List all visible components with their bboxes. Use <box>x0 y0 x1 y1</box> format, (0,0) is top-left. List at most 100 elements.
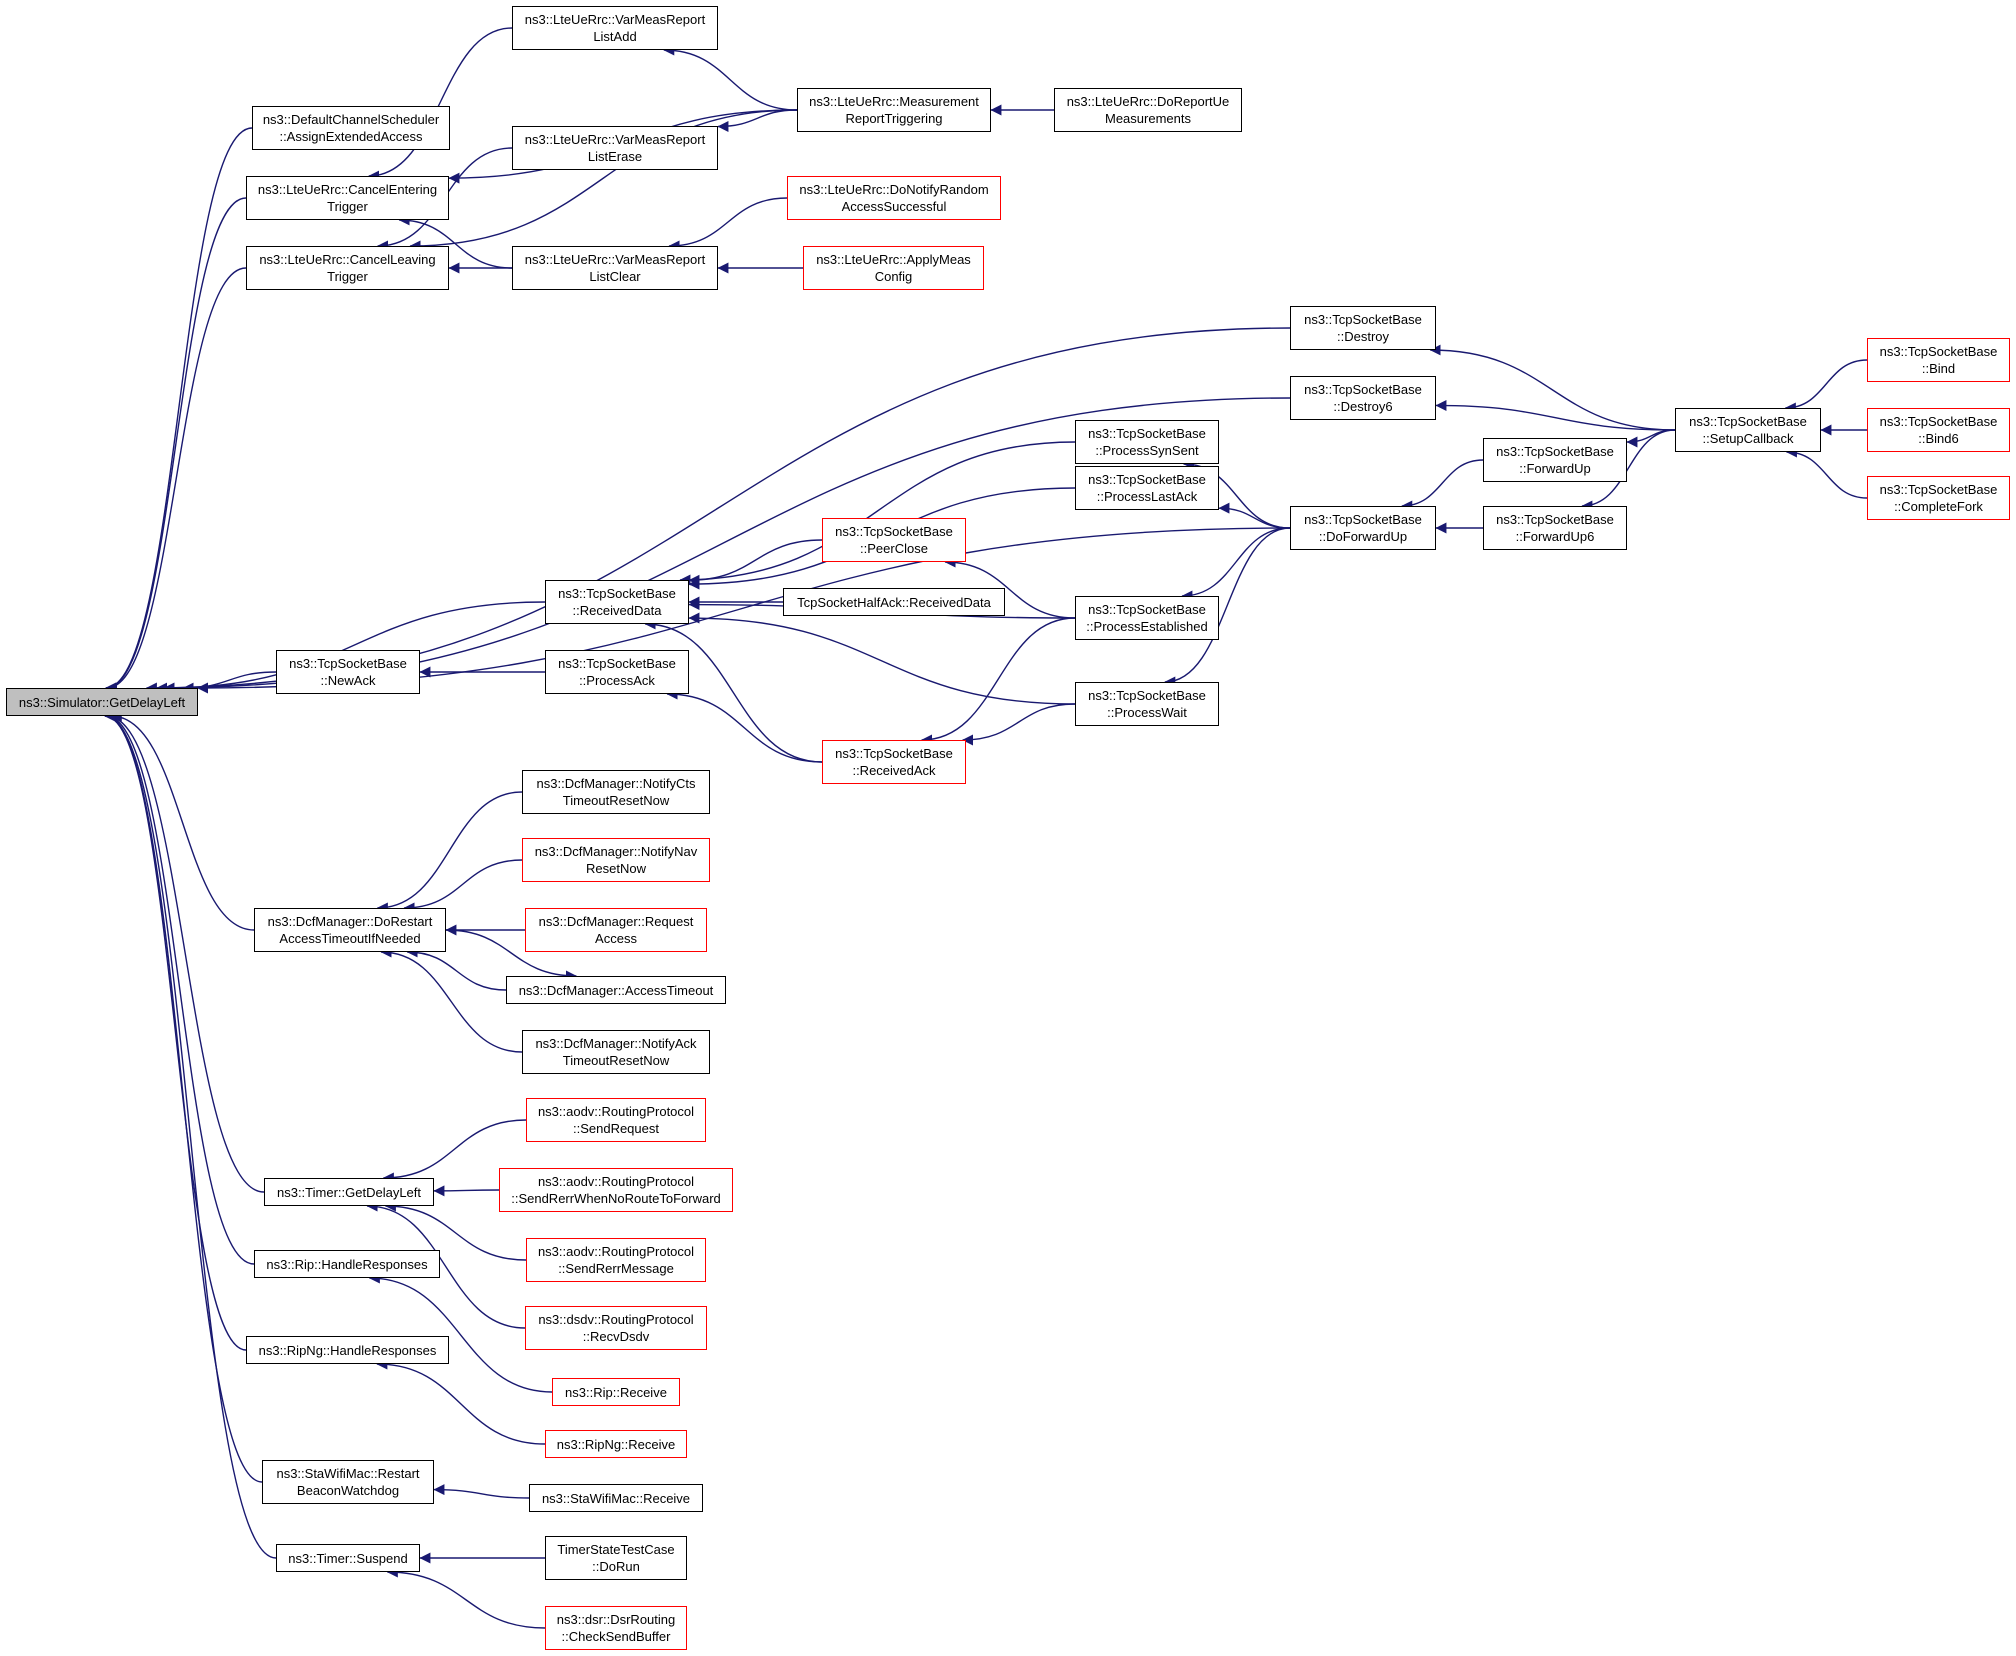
node-label-line: ns3::TcpSocketBase <box>289 656 407 671</box>
node-tcpsocketbase-bind6[interactable]: ns3::TcpSocketBase::Bind6 <box>1867 408 2010 452</box>
node-label-line: ns3::DcfManager::DoRestart <box>267 914 433 929</box>
node-label-line: ns3::aodv::RoutingProtocol <box>537 1104 695 1119</box>
node-tcpsocketbase-forwardup6[interactable]: ns3::TcpSocketBase::ForwardUp6 <box>1483 506 1627 550</box>
node-tcpsocketbase-completefork[interactable]: ns3::TcpSocketBase::CompleteFork <box>1867 476 2010 520</box>
node-tcpsocketbase-forwardup[interactable]: ns3::TcpSocketBase::ForwardUp <box>1483 438 1627 482</box>
node-label-line: TimerStateTestCase <box>557 1542 675 1557</box>
node-rip-receive[interactable]: ns3::Rip::Receive <box>552 1378 680 1406</box>
edge-rip_handleresponses-to-simulator_getdelayleft <box>105 710 255 1265</box>
edge-tcpsocketbase_newack-to-simulator_getdelayleft <box>182 671 277 694</box>
node-tcpsocketbase-bind[interactable]: ns3::TcpSocketBase::Bind <box>1867 338 2010 382</box>
node-timerstatetestcase-dorun[interactable]: TimerStateTestCase::DoRun <box>545 1536 687 1580</box>
node-label-line: Trigger <box>327 269 368 284</box>
node-rip-handleresponses[interactable]: ns3::Rip::HandleResponses <box>254 1250 440 1278</box>
node-label-line: TimeoutResetNow <box>562 793 670 808</box>
node-aodv-routingprotocol-sendrerrwhennoroutetoforward[interactable]: ns3::aodv::RoutingProtocol::SendRerrWhen… <box>499 1168 733 1212</box>
node-label-line: ns3::TcpSocketBase <box>1088 426 1206 441</box>
node-aodv-routingprotocol-sendrequest[interactable]: ns3::aodv::RoutingProtocol::SendRequest <box>526 1098 706 1142</box>
node-label-line: ns3::DcfManager::NotifyAck <box>535 1036 697 1051</box>
node-label-line: ns3::StaWifiMac::Receive <box>541 1490 691 1506</box>
node-label-line: ::RecvDsdv <box>582 1329 650 1344</box>
node-dsdv-routingprotocol-recvdsdv[interactable]: ns3::dsdv::RoutingProtocol::RecvDsdv <box>525 1306 707 1350</box>
node-label-line: ns3::DcfManager::Request <box>538 914 694 929</box>
node-label-line: ::NewAck <box>320 673 376 688</box>
node-tcpsocketbase-receivedack[interactable]: ns3::TcpSocketBase::ReceivedAck <box>822 740 966 784</box>
node-tcpsocketbase-processsynsent[interactable]: ns3::TcpSocketBase::ProcessSynSent <box>1075 420 1219 464</box>
node-label-line: ns3::RipNg::Receive <box>556 1436 676 1452</box>
node-label-line: ::Destroy <box>1336 329 1389 344</box>
edge-tcpsocketbase_doforwardup-to-tcpsocketbase_processlastack <box>1218 502 1291 529</box>
node-label-line: ListClear <box>589 269 641 284</box>
edge-dcfmanager_dorestartaccesstimeoutifneeded-to-simulator_getdelayleft <box>110 710 255 931</box>
edge-tcpsocketbase_setupcallback-to-tcpsocketbase_destroy <box>1429 344 1676 431</box>
edge-aodv_routingprotocol_sendrerrwhennoroutetoforward-to-timer_getdelayleft <box>433 1185 500 1197</box>
node-label-line: ::DoRun <box>592 1559 640 1574</box>
node-ripng-handleresponses[interactable]: ns3::RipNg::HandleResponses <box>246 1336 449 1364</box>
node-label-line: ::ReceivedData <box>572 603 662 618</box>
node-tcpsocketbase-setupcallback[interactable]: ns3::TcpSocketBase::SetupCallback <box>1675 408 1821 452</box>
node-tcpsocketbase-processwait[interactable]: ns3::TcpSocketBase::ProcessWait <box>1075 682 1219 726</box>
node-label-line: ::ProcessLastAck <box>1096 489 1198 504</box>
node-tcpsocketbase-doforwardup[interactable]: ns3::TcpSocketBase::DoForwardUp <box>1290 506 1436 550</box>
edge-lteuerrc_measurementreporttriggering-to-lteuerrc_varmeasreportlisterase <box>717 109 798 132</box>
node-timer-suspend[interactable]: ns3::Timer::Suspend <box>276 1544 420 1572</box>
node-stawifimac-receive[interactable]: ns3::StaWifiMac::Receive <box>529 1484 703 1512</box>
edge-tcpsocketbase_receivedack-to-tcpsocketbase_receiveddata <box>644 618 823 763</box>
node-label-line: TimeoutResetNow <box>562 1053 670 1068</box>
edge-tcpsocketbase_processwait-to-tcpsocketbase_receivedack <box>962 703 1076 746</box>
node-timer-getdelayleft[interactable]: ns3::Timer::GetDelayLeft <box>264 1178 434 1206</box>
node-aodv-routingprotocol-sendrerrmessage[interactable]: ns3::aodv::RoutingProtocol::SendRerrMess… <box>526 1238 706 1282</box>
edge-aodv_routingprotocol_sendrerrmessage-to-timer_getdelayleft <box>384 1200 527 1261</box>
edge-tcpsocketbase_processsynsent-to-tcpsocketbase_receiveddata <box>679 441 1076 586</box>
node-label-line: ns3::DcfManager::NotifyNav <box>534 844 698 859</box>
node-label-line: AccessSuccessful <box>841 199 947 214</box>
node-tcpsocketbase-receiveddata[interactable]: ns3::TcpSocketBase::ReceivedData <box>545 580 689 624</box>
node-label-line: ::SendRerrWhenNoRouteToForward <box>511 1191 721 1206</box>
node-label-line: ListAdd <box>593 29 637 44</box>
node-tcpsocketbase-peerclose[interactable]: ns3::TcpSocketBase::PeerClose <box>822 518 966 562</box>
node-tcpsocketbase-destroy6[interactable]: ns3::TcpSocketBase::Destroy6 <box>1290 376 1436 420</box>
node-label-line: ::ProcessWait <box>1107 705 1187 720</box>
node-tcpsocketbase-newack[interactable]: ns3::TcpSocketBase::NewAck <box>276 650 420 694</box>
node-label-line: ns3::LteUeRrc::ApplyMeas <box>816 252 971 267</box>
edge-tcpsocketbase_bind-to-tcpsocketbase_setupcallback <box>1784 359 1868 414</box>
node-tcpsocketbase-destroy[interactable]: ns3::TcpSocketBase::Destroy <box>1290 306 1436 350</box>
node-ripng-receive[interactable]: ns3::RipNg::Receive <box>545 1430 687 1458</box>
node-label-line: ns3::LteUeRrc::Measurement <box>809 94 979 109</box>
node-label-line: ::SendRerrMessage <box>558 1261 674 1276</box>
node-label-line: ns3::RipNg::HandleResponses <box>258 1342 437 1358</box>
node-label-line: ::Destroy6 <box>1333 399 1393 414</box>
node-defaultchannelscheduler-assignextendedaccess[interactable]: ns3::DefaultChannelScheduler::AssignExte… <box>252 106 450 150</box>
node-label-line: ns3::dsdv::RoutingProtocol <box>538 1312 694 1327</box>
node-label-line: ns3::Rip::HandleResponses <box>266 1256 428 1272</box>
node-tcpsockethalfack-receiveddata[interactable]: TcpSocketHalfAck::ReceivedData <box>783 588 1005 616</box>
edge-aodv_routingprotocol_sendrequest-to-timer_getdelayleft <box>382 1119 527 1184</box>
node-tcpsocketbase-processestablished[interactable]: ns3::TcpSocketBase::ProcessEstablished <box>1075 596 1219 640</box>
node-tcpsocketbase-processack[interactable]: ns3::TcpSocketBase::ProcessAck <box>545 650 689 694</box>
node-label-line: ns3::Timer::Suspend <box>288 1550 408 1566</box>
node-label-line: ::ForwardUp6 <box>1515 529 1595 544</box>
edge-ripng_receive-to-ripng_handleresponses <box>376 1358 546 1445</box>
node-label-line: ns3::TcpSocketBase <box>1879 482 1998 497</box>
node-label-line: ::Bind6 <box>1918 431 1959 446</box>
node-dsr-dsrrouting-checksendbuffer[interactable]: ns3::dsr::DsrRouting::CheckSendBuffer <box>545 1606 687 1650</box>
node-dcfmanager-accesstimeout[interactable]: ns3::DcfManager::AccessTimeout <box>506 976 726 1004</box>
node-simulator-getdelayleft[interactable]: ns3::Simulator::GetDelayLeft <box>6 688 198 716</box>
node-tcpsocketbase-processlastack[interactable]: ns3::TcpSocketBase::ProcessLastAck <box>1075 466 1219 510</box>
